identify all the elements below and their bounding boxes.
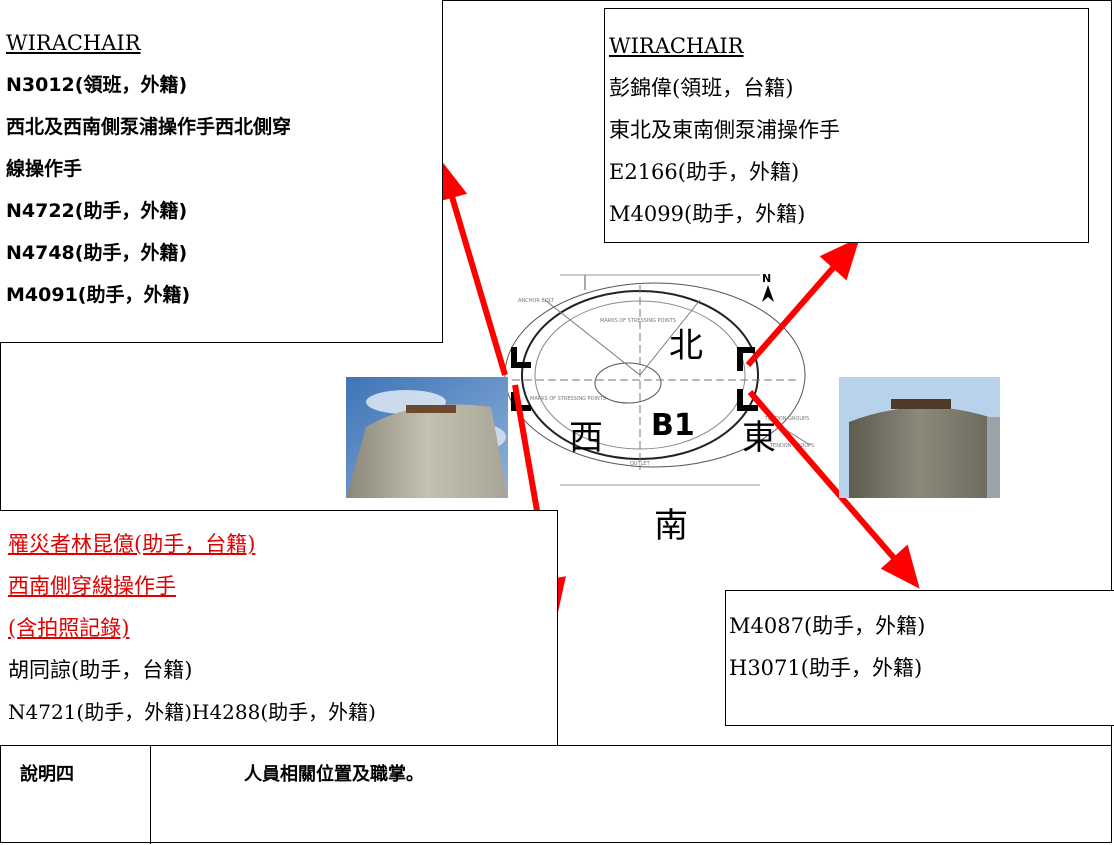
tank-label-b1: B1 — [651, 408, 695, 443]
svg-text:OUTLET: OUTLET — [630, 461, 651, 467]
footer-label: 說明四 — [20, 764, 74, 785]
ne-line: E2166(助手，外籍) — [609, 160, 800, 184]
ne-line: M4099(助手，外籍) — [609, 202, 806, 226]
compass-label: N — [762, 272, 772, 285]
nw-line: N4722(助手，外籍) — [6, 200, 188, 222]
se-line: M4087(助手，外籍) — [729, 614, 926, 638]
nw-line: N3012(領班，外籍) — [6, 74, 188, 96]
northeast-crew-box: WIRACHAIR 彭錦偉(領班，台籍) 東北及東南側泵浦操作手 E2166(助… — [604, 8, 1089, 243]
nw-line: 線操作手 — [6, 158, 83, 180]
east-bracket-top — [737, 347, 755, 371]
west-bracket-bottom — [511, 392, 531, 411]
east-tower-photo — [839, 377, 1000, 498]
southwest-crew-box: 罹災者林昆億(助手，台籍) 西南側穿線操作手 (含拍照記錄) 胡同諒(助手，台籍… — [0, 510, 558, 746]
sw-red-line: (含拍照記錄) — [8, 616, 130, 640]
east-bracket-bottom — [737, 389, 758, 411]
ne-line: 彭錦偉(領班，台籍) — [609, 76, 794, 100]
svg-text:MARKS OF STRESSING POINTS: MARKS OF STRESSING POINTS — [530, 396, 606, 402]
nw-line: N4748(助手，外籍) — [6, 242, 188, 264]
sw-victim-line: 罹災者林昆億(助手，台籍) — [8, 532, 256, 556]
footer-table: 說明四 人員相關位置及職掌。 — [0, 745, 1112, 844]
sw-line: N4721(助手，外籍)H4288(助手，外籍) — [8, 700, 376, 724]
svg-text:TENDON GROUPS: TENDON GROUPS — [769, 443, 814, 449]
sw-line: 胡同諒(助手，台籍) — [8, 658, 193, 682]
footer-label-cell: 說明四 — [0, 746, 151, 844]
southeast-crew-box: M4087(助手，外籍) H3071(助手，外籍) — [725, 590, 1114, 726]
center-ring — [594, 362, 662, 404]
direction-east: 東 — [742, 418, 776, 458]
footer-description: 人員相關位置及職掌。 — [244, 764, 424, 785]
ne-title: WIRACHAIR — [609, 34, 744, 58]
nw-line: 西北及西南側泵浦操作手西北側穿 — [6, 116, 292, 138]
svg-text:ANCHOR BOLT: ANCHOR BOLT — [518, 298, 555, 304]
ne-line: 東北及東南側泵浦操作手 — [609, 118, 840, 142]
nw-line: M4091(助手，外籍) — [6, 284, 191, 306]
se-line: H3071(助手，外籍) — [729, 656, 923, 680]
west-tower-photo — [346, 377, 508, 498]
northwest-crew-box: WIRACHAIR N3012(領班，外籍) 西北及西南側泵浦操作手西北側穿 線… — [0, 0, 443, 343]
compass-icon — [762, 285, 774, 302]
direction-west: 西 — [569, 418, 603, 458]
direction-north: 北 — [669, 326, 703, 366]
sw-red-line: 西南側穿線操作手 — [8, 574, 176, 598]
direction-south: 南 — [654, 506, 688, 546]
west-bracket-top — [511, 347, 531, 368]
svg-text:TENDON GROUPS: TENDON GROUPS — [764, 416, 809, 422]
nw-title: WIRACHAIR — [6, 31, 141, 55]
svg-text:MARKS OF STRESSING POINTS: MARKS OF STRESSING POINTS — [600, 318, 676, 324]
